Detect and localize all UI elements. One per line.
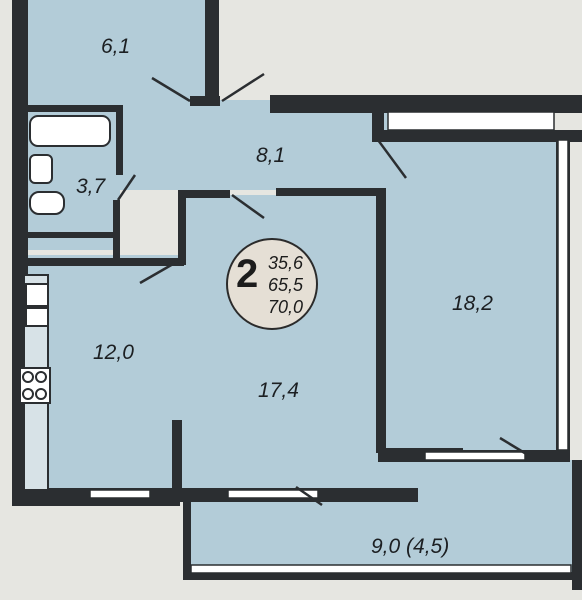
- window: [387, 111, 555, 131]
- wall: [572, 460, 582, 590]
- wall: [28, 258, 184, 266]
- window: [424, 451, 526, 461]
- wall: [172, 420, 182, 500]
- door-swing: [231, 193, 265, 220]
- stove-burner: [22, 388, 34, 400]
- wall: [276, 188, 386, 196]
- wall: [540, 450, 570, 462]
- area-badge: 2 35,6 65,5 70,0: [226, 238, 318, 330]
- room-area-hall: 8,1: [256, 144, 286, 167]
- room-area-living: 18,2: [452, 292, 493, 315]
- room-area-kitchen: 12,0: [93, 341, 134, 364]
- wall: [372, 110, 384, 135]
- wall: [376, 188, 386, 453]
- dish-rack: [25, 307, 49, 327]
- bathtub: [29, 115, 111, 147]
- stove-burner: [22, 371, 34, 383]
- window: [227, 489, 319, 499]
- wall: [372, 130, 582, 142]
- wall: [270, 95, 582, 113]
- room-area-loggia: 9,0 (4,5): [371, 535, 450, 558]
- wall: [205, 0, 219, 103]
- door-swing: [295, 485, 323, 507]
- door-swing: [499, 436, 529, 457]
- window: [190, 564, 572, 574]
- washbasin: [29, 154, 53, 184]
- door-swing: [376, 139, 408, 179]
- room-area-bathroom: 3,7: [76, 175, 106, 198]
- wall: [183, 500, 191, 578]
- door-swing: [221, 72, 265, 103]
- stove-burner: [35, 388, 47, 400]
- living-area-value: 35,6: [268, 253, 304, 273]
- storage-room-fill: [28, 0, 210, 100]
- room-area-bedroom: 17,4: [258, 379, 299, 402]
- total-with-loggia-value: 70,0: [268, 297, 304, 317]
- wall: [190, 96, 220, 106]
- total-area-value: 65,5: [268, 275, 304, 295]
- door-swing: [151, 76, 191, 103]
- loggia-fill: [190, 460, 575, 580]
- room-area-storage: 6,1: [101, 35, 131, 58]
- wall: [116, 105, 123, 175]
- door-swing: [139, 258, 181, 285]
- door-swing: [116, 174, 137, 201]
- window: [89, 489, 151, 499]
- wall: [183, 572, 578, 580]
- wall: [28, 232, 120, 238]
- toilet: [29, 191, 65, 215]
- stove-burner: [35, 371, 47, 383]
- wall: [28, 105, 123, 112]
- wall: [180, 190, 230, 198]
- room-count: 2: [236, 252, 259, 296]
- living-room-fill: [385, 130, 560, 450]
- wall: [178, 190, 186, 265]
- wall: [113, 200, 120, 260]
- window: [557, 139, 569, 451]
- kitchen-sink: [25, 283, 49, 307]
